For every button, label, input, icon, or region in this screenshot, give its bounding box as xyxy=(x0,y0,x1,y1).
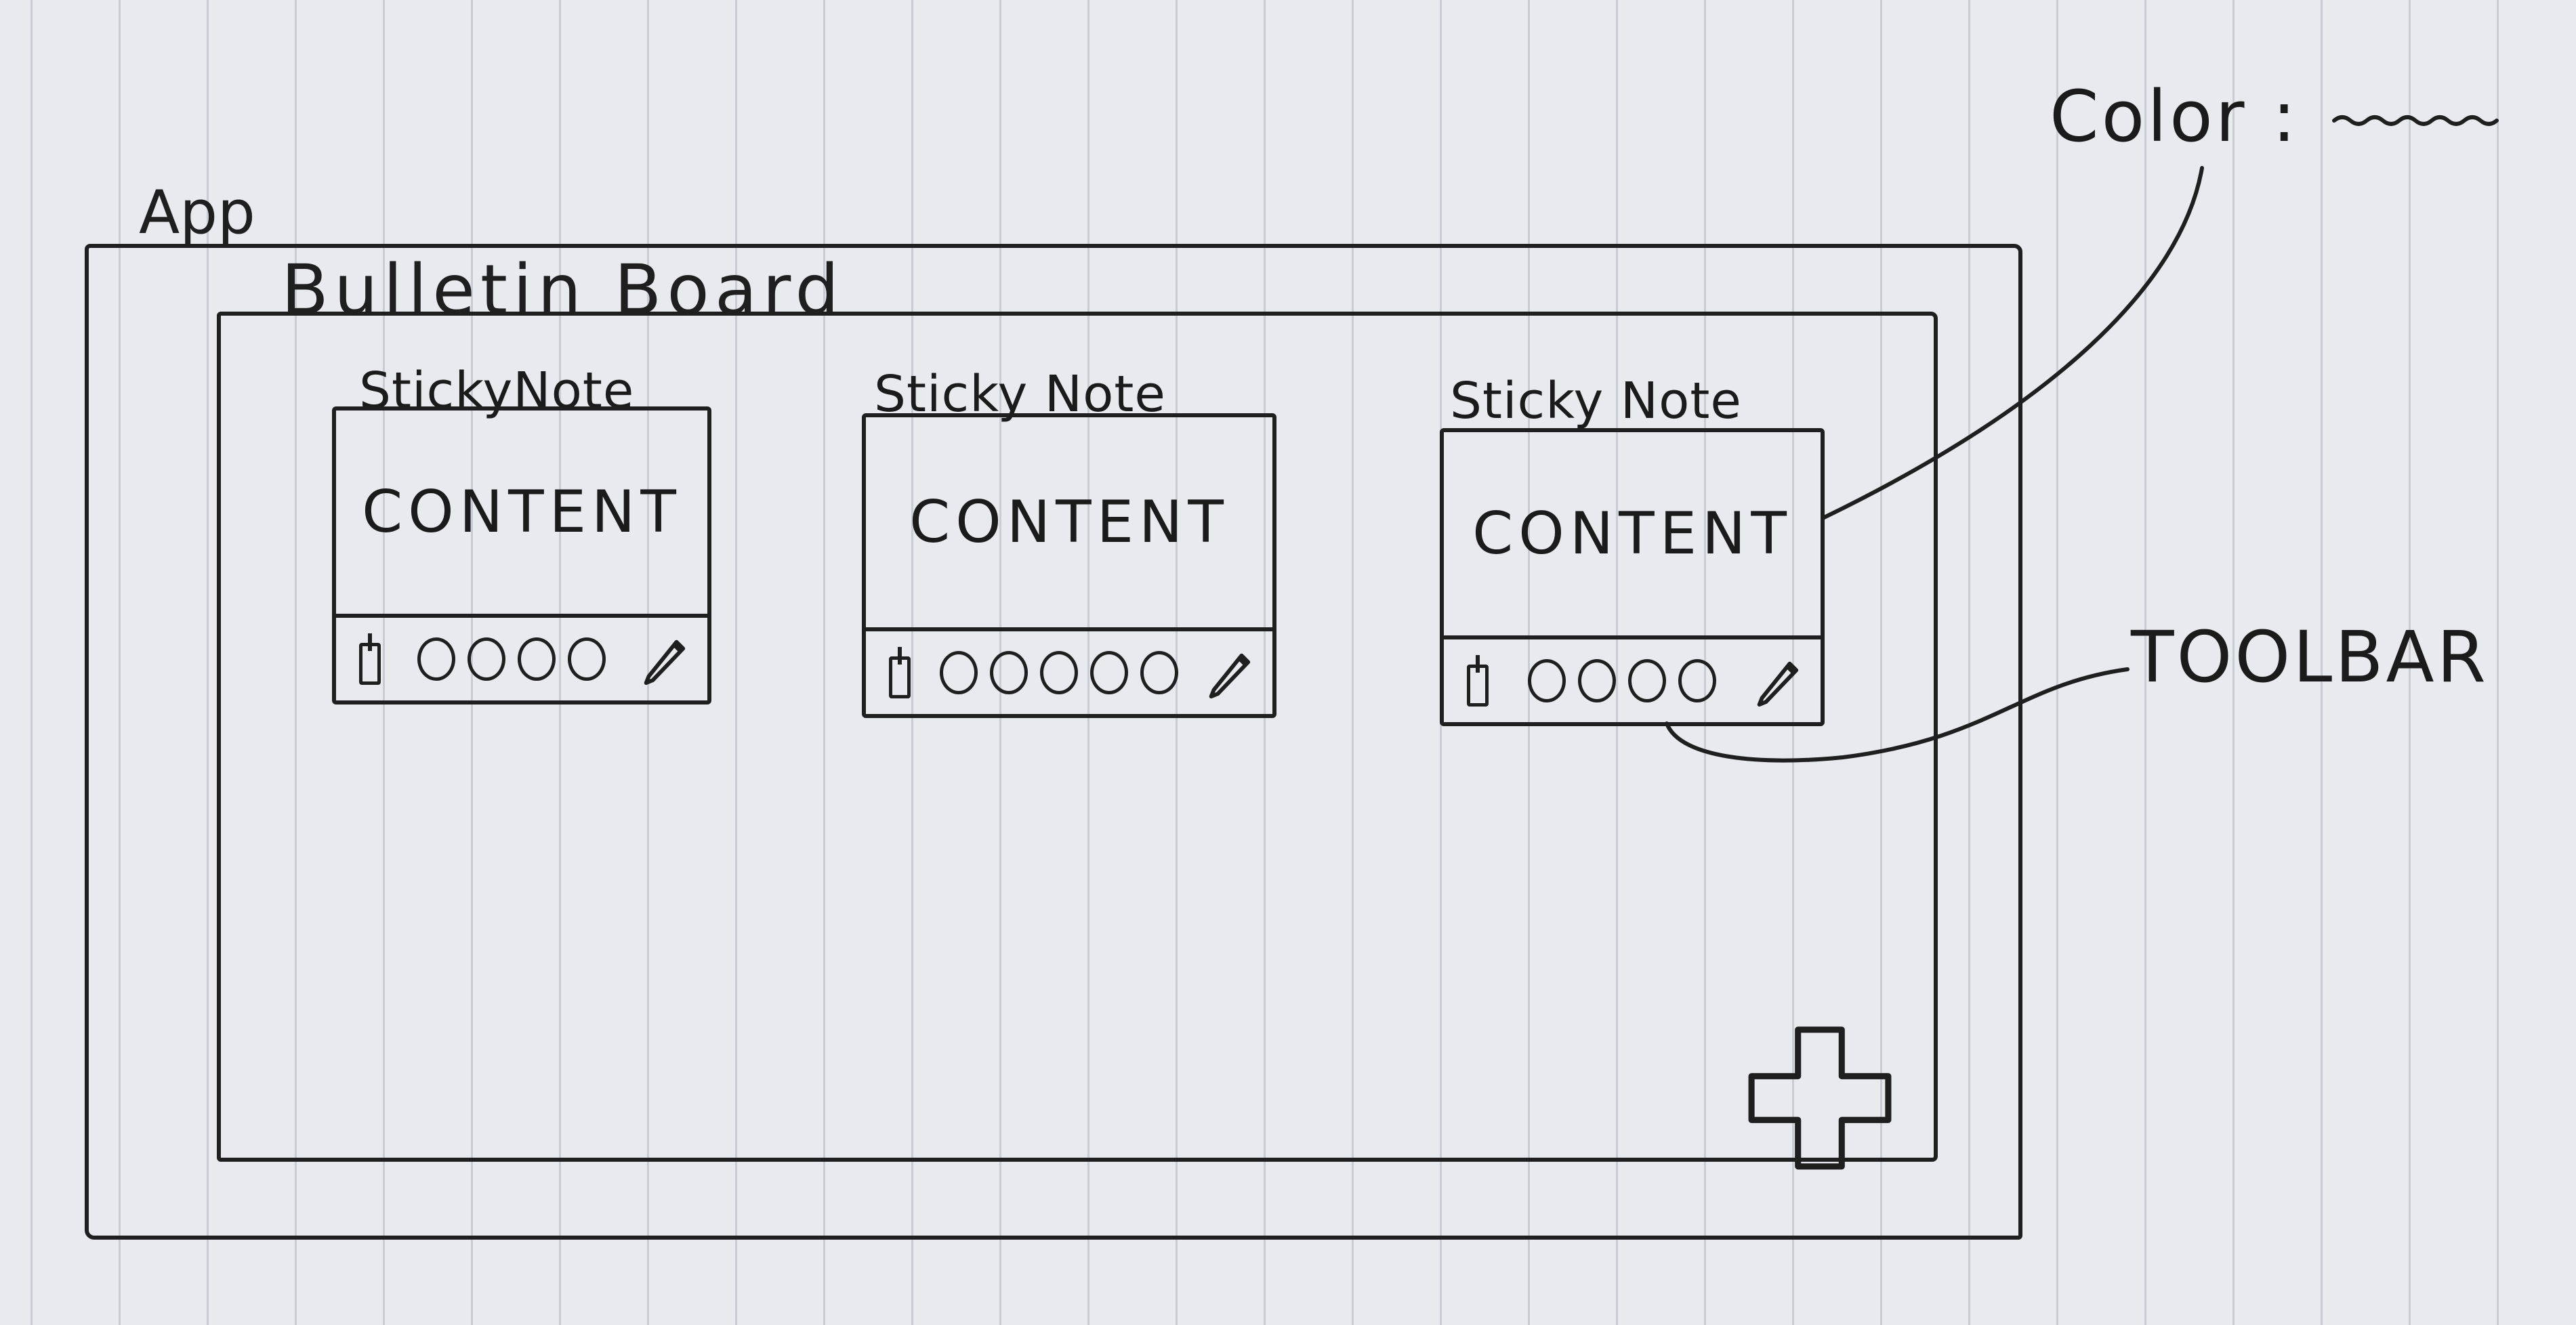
sticky-note[interactable]: CONTENT xyxy=(332,406,711,704)
sticky-note-title: Sticky Note xyxy=(1450,372,1742,430)
color-swatch[interactable] xyxy=(417,637,455,681)
sticky-note-content[interactable]: CONTENT xyxy=(1472,500,1792,568)
color-swatch[interactable] xyxy=(1578,659,1616,702)
color-swatch[interactable] xyxy=(940,651,978,694)
bulletin-board-label: Bulletin Board xyxy=(281,250,845,331)
color-swatches xyxy=(916,651,1202,694)
color-swatch[interactable] xyxy=(1140,651,1178,694)
color-swatch[interactable] xyxy=(518,637,556,681)
toolbar-annotation-label: TOOLBAR xyxy=(2131,616,2489,698)
sticky-note[interactable]: CONTENT xyxy=(1440,428,1825,726)
color-swatch[interactable] xyxy=(990,651,1028,694)
color-swatch[interactable] xyxy=(1678,659,1716,702)
sticky-note-content[interactable]: CONTENT xyxy=(909,488,1229,556)
pin-icon[interactable] xyxy=(884,647,916,698)
pencil-icon[interactable] xyxy=(637,633,690,686)
pin-icon[interactable] xyxy=(1461,655,1494,707)
color-swatch[interactable] xyxy=(1528,659,1566,702)
sticky-note[interactable]: CONTENT xyxy=(862,413,1276,718)
color-swatches xyxy=(1494,659,1750,702)
pin-icon[interactable] xyxy=(354,633,386,685)
color-scribble xyxy=(2332,115,2499,126)
app-label: App xyxy=(139,177,255,247)
sticky-note-toolbar xyxy=(866,627,1272,714)
color-annotation-label: Color : xyxy=(2050,75,2299,158)
sticky-note-toolbar xyxy=(1444,635,1821,722)
color-swatch[interactable] xyxy=(1040,651,1078,694)
color-swatch[interactable] xyxy=(1628,659,1666,702)
color-swatch[interactable] xyxy=(568,637,606,681)
color-swatch[interactable] xyxy=(1090,651,1128,694)
sticky-note-title: Sticky Note xyxy=(874,365,1166,423)
pencil-icon[interactable] xyxy=(1202,646,1255,699)
plus-icon[interactable] xyxy=(1745,1023,1895,1173)
sticky-note-content[interactable]: CONTENT xyxy=(362,478,682,546)
pencil-icon[interactable] xyxy=(1750,654,1803,707)
sticky-note-toolbar xyxy=(336,614,707,700)
color-swatch[interactable] xyxy=(468,637,505,681)
color-swatches xyxy=(386,637,637,681)
